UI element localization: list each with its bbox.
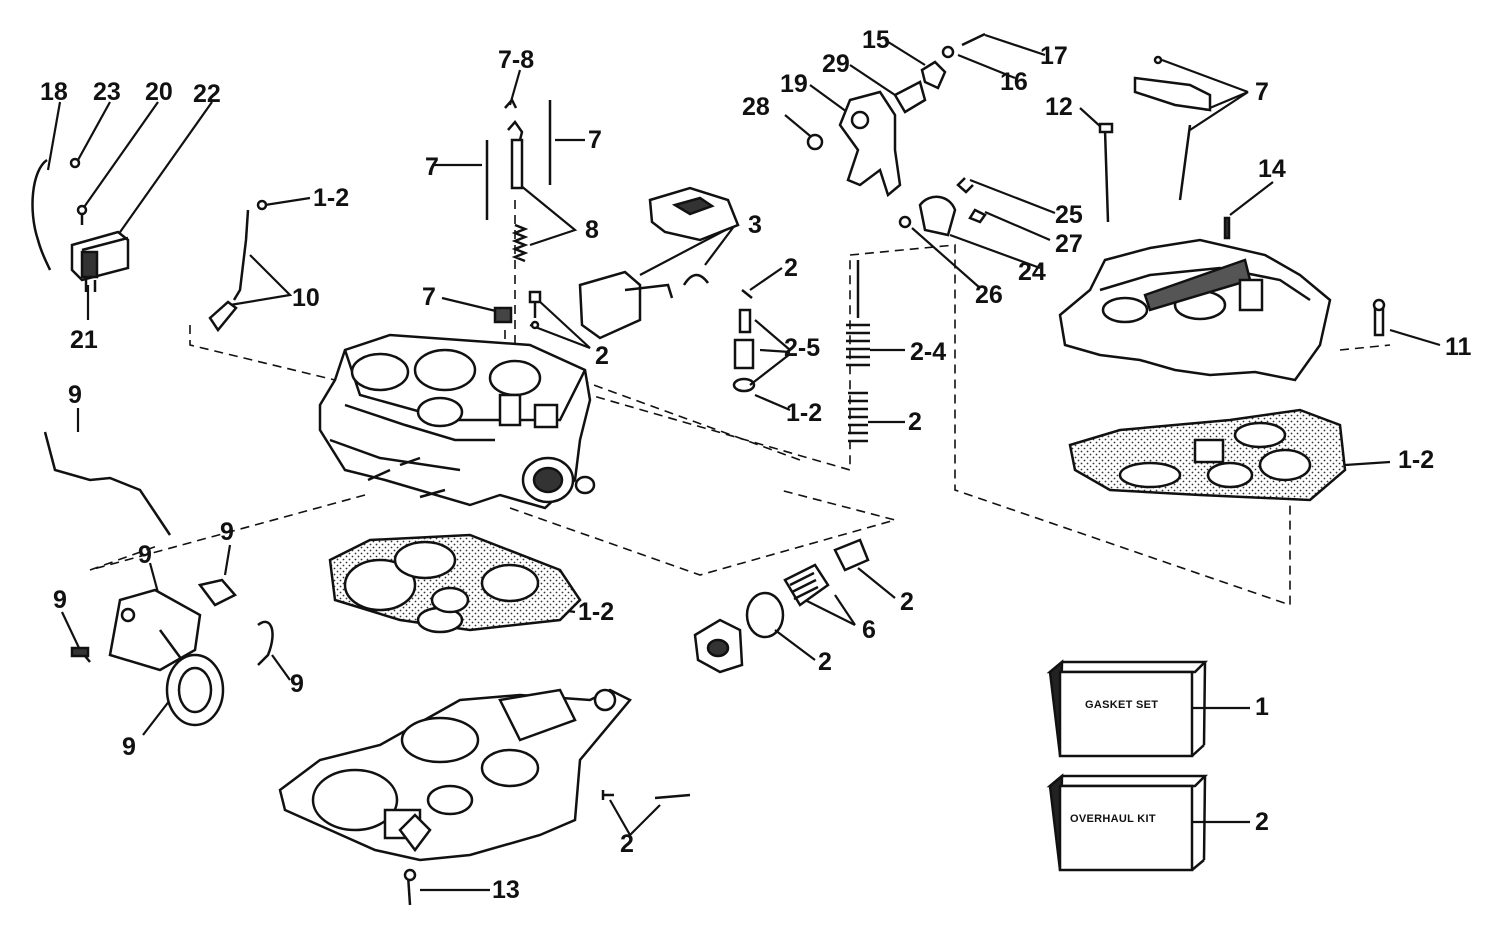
fuel-inlet-parts [693, 538, 870, 674]
callout-18: 18 [40, 78, 68, 106]
gasket-set-box [1046, 659, 1209, 758]
float-and-cover-parts [578, 186, 740, 340]
callout-2-d: 2 [900, 588, 914, 616]
pump-rod-assembly [208, 199, 268, 333]
callout-11: 11 [1445, 333, 1472, 361]
callout-15: 15 [862, 26, 890, 54]
gaskets [328, 408, 1347, 634]
callout-1-2-d: 1-2 [578, 598, 615, 626]
callout-24: 24 [1018, 258, 1046, 286]
needle-and-rod-parts [485, 97, 552, 330]
callout-9-c: 9 [138, 541, 152, 569]
callout-2-f: 2 [620, 830, 634, 858]
callout-9-e: 9 [290, 670, 304, 698]
callout-7-c: 7 [422, 283, 436, 311]
callout-10: 10 [292, 284, 320, 312]
leader-lines [46, 33, 1441, 892]
callout-2-kit: 2 [1255, 808, 1269, 836]
callout-17: 17 [1040, 42, 1068, 70]
callout-13: 13 [492, 876, 520, 904]
callout-7-8: 7-8 [498, 46, 535, 74]
callout-2-5: 2-5 [784, 334, 821, 362]
callout-27: 27 [1055, 230, 1083, 258]
idle-solenoid-assembly [31, 157, 130, 292]
callout-14: 14 [1258, 155, 1286, 183]
callout-8: 8 [585, 216, 599, 244]
callout-28: 28 [742, 93, 770, 121]
choke-pulloff-assembly [43, 431, 274, 727]
overhaul-kit-label: OVERHAUL KIT [1070, 813, 1156, 825]
callout-1-2-a: 1-2 [313, 184, 350, 212]
callout-2-b: 2 [784, 254, 798, 282]
callout-12: 12 [1045, 93, 1073, 121]
callout-7-d: 7 [1255, 78, 1269, 106]
callout-16: 16 [1000, 68, 1028, 96]
callout-26: 26 [975, 281, 1003, 309]
carburetor-main-body [318, 333, 596, 510]
callout-6: 6 [862, 616, 876, 644]
callout-7-b: 7 [588, 126, 602, 154]
callout-29: 29 [822, 50, 850, 78]
callout-23: 23 [93, 78, 121, 106]
callout-1: 1 [1255, 693, 1269, 721]
metering-rod-parts [732, 260, 870, 443]
callout-2-a: 2 [595, 342, 609, 370]
throttle-body [278, 688, 691, 906]
choke-linkage-parts [806, 32, 987, 237]
callout-2-4: 2-4 [910, 338, 947, 366]
air-horn-assembly [1058, 55, 1386, 382]
callout-3: 3 [748, 211, 762, 239]
callout-2-e: 2 [818, 648, 832, 676]
callout-22: 22 [193, 80, 221, 108]
callout-9-a: 9 [68, 381, 82, 409]
callout-1-2-b: 1-2 [786, 399, 823, 427]
callout-9-b: 9 [220, 518, 234, 546]
overhaul-kit-box [1046, 773, 1209, 872]
callout-7-a: 7 [425, 153, 439, 181]
gasket-set-label: GASKET SET [1085, 699, 1159, 711]
callout-2-c: 2 [908, 408, 922, 436]
callout-9-f: 9 [122, 733, 136, 761]
callout-25: 25 [1055, 201, 1083, 229]
callout-20: 20 [145, 78, 173, 106]
callout-21: 21 [70, 326, 98, 354]
callout-9-d: 9 [53, 586, 67, 614]
callout-1-2-c: 1-2 [1398, 446, 1435, 474]
callout-19: 19 [780, 70, 808, 98]
